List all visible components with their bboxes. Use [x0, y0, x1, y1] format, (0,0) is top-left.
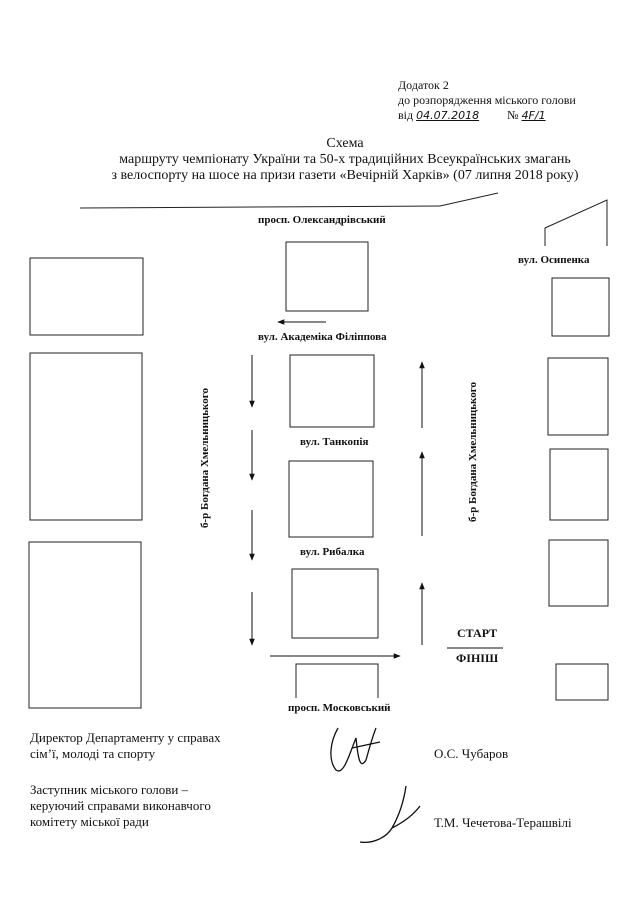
- annex-number-line: Додаток 2: [398, 78, 449, 92]
- title-line-1: маршруту чемпіонату України та 50-х трад…: [119, 152, 571, 167]
- building-center-1: [285, 241, 369, 312]
- building-center-4: [291, 568, 379, 639]
- deputy-title: Заступник міського голови – керуючий спр…: [30, 782, 211, 830]
- title-heading: Схема: [326, 136, 364, 151]
- document-title: Схема маршруту чемпіонату України та 50-…: [0, 136, 641, 184]
- building-right-4: [548, 539, 609, 607]
- street-line-top-right: [439, 192, 499, 207]
- street-label-boulevard-right: б-р Богдана Хмельницького: [467, 382, 479, 522]
- director-title: Директор Департаменту у справах сім’ї, м…: [30, 730, 221, 762]
- street-label-tankopiya: вул. Танкопія: [300, 436, 369, 448]
- building-left-2: [29, 352, 143, 521]
- building-center-3: [288, 460, 374, 538]
- street-label-rybalka: вул. Рибалка: [300, 546, 365, 558]
- deputy-title-line-2: керуючий справами виконавчого: [30, 798, 211, 813]
- annex-number: 4F/1: [521, 109, 546, 122]
- annex-from-label: від: [398, 108, 414, 122]
- director-title-line-2: сім’ї, молоді та спорту: [30, 746, 156, 761]
- building-right-1: [551, 277, 610, 337]
- annex-date: 04.07.2018: [416, 109, 480, 122]
- building-right-2: [547, 357, 609, 436]
- start-label: СТАРТ: [456, 626, 498, 640]
- annex-number-label: №: [507, 108, 519, 122]
- annex-date-line: від 04.07.2018 № 4F/1: [398, 108, 576, 123]
- street-label-bottom: просп. Московський: [288, 702, 391, 714]
- annex-header: Додаток 2 до розпорядження міського голо…: [398, 78, 576, 123]
- building-right-3: [549, 448, 609, 521]
- building-corner: [544, 199, 608, 246]
- deputy-title-line-1: Заступник міського голови –: [30, 782, 189, 797]
- signature-director-mark: [330, 727, 381, 772]
- deputy-name: Т.М. Чечетова-Терашвілі: [434, 815, 572, 830]
- deputy-title-line-3: комітету міської ради: [30, 814, 149, 829]
- finish-label: ФІНІШ: [456, 651, 499, 665]
- street-label-filippova: вул. Академіка Філіппова: [258, 331, 387, 343]
- building-left-3: [28, 541, 142, 709]
- building-right-5: [555, 663, 609, 701]
- title-line-2: з велоспорту на шосе на призи газети «Ве…: [111, 168, 579, 183]
- director-title-line-1: Директор Департаменту у справах: [30, 730, 221, 745]
- street-label-top: просп. Олександрівський: [258, 214, 386, 226]
- street-label-boulevard-left: б-р Богдана Хмельницького: [199, 388, 211, 528]
- street-line-top-left: [79, 205, 441, 209]
- start-finish-block: СТАРТ ФІНІШ: [456, 626, 498, 666]
- building-left-1: [29, 257, 144, 336]
- building-center-2: [289, 354, 375, 428]
- director-name: О.С. Чубаров: [434, 746, 509, 761]
- signature-deputy-mark: [359, 785, 421, 844]
- street-label-osypenka: вул. Осипенка: [518, 254, 590, 266]
- annex-decree-line: до розпорядження міського голови: [398, 93, 576, 107]
- building-center-5: [295, 663, 379, 698]
